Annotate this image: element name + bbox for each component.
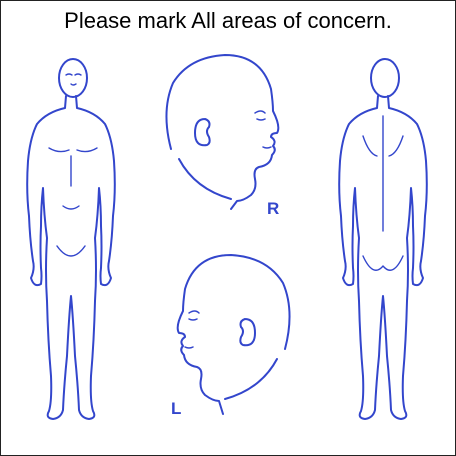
front-body-outline (27, 96, 115, 419)
left-profile-ear (240, 319, 255, 345)
right-profile-label: R (267, 199, 279, 219)
back-body-figure[interactable] (329, 56, 449, 441)
front-body-figure[interactable] (11, 56, 131, 441)
left-profile-label: L (171, 399, 181, 419)
right-profile-ear (195, 119, 210, 145)
left-profile-outline (178, 255, 290, 414)
instruction-text: Please mark All areas of concern. (1, 8, 455, 34)
back-head (371, 59, 399, 97)
front-head (59, 59, 87, 97)
right-profile-outline (166, 55, 278, 209)
